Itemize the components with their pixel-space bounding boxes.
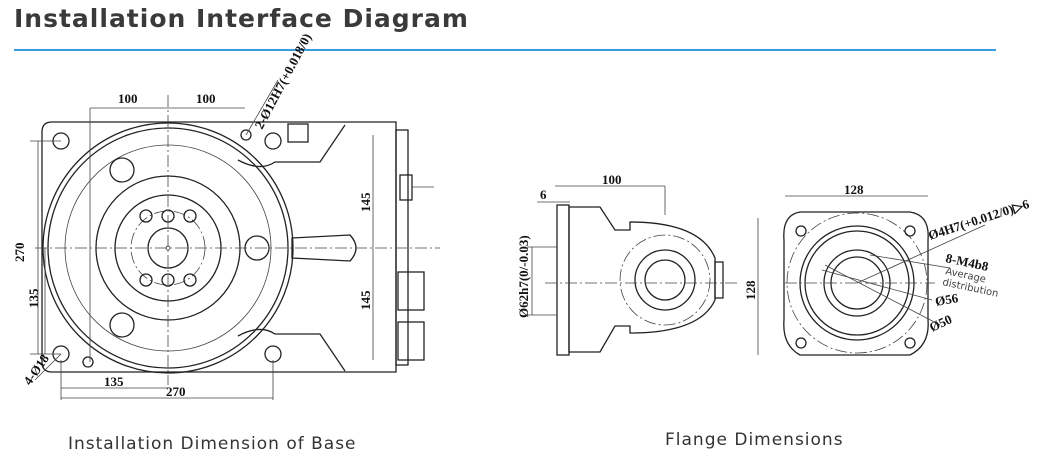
dim-pin: Ø4H7(+0.012/0)▷6 — [926, 196, 1031, 243]
dim-top-right: 100 — [196, 91, 216, 106]
dim-right-lower: 145 — [358, 290, 373, 310]
dim-width: 128 — [844, 182, 864, 197]
dim-height: 128 — [743, 280, 758, 300]
base-caption: Installation Dimension of Base — [68, 434, 357, 454]
dim-d56: Ø56 — [934, 290, 960, 309]
base-drawing: 100 100 2-Ø12H7(+0.018/0) 270 135 145 14… — [12, 31, 440, 400]
dim-top-left: 100 — [118, 91, 138, 106]
dim-shaft: Ø62h7(0/-0.03) — [516, 235, 531, 318]
dim-pin-hole: 2-Ø12H7(+0.018/0) — [251, 31, 314, 132]
dim-offset: 6 — [540, 187, 547, 202]
dim-mount-holes: 4-Ø18 — [20, 351, 52, 388]
flange-caption: Flange Dimensions — [665, 430, 844, 450]
page-title: Installation Interface Diagram — [14, 4, 469, 33]
dim-length: 100 — [602, 172, 622, 187]
dim-height-sub: 135 — [26, 288, 41, 308]
flange-side-view: 6 100 Ø62h7(0/-0.03) — [516, 172, 740, 356]
flange-front-view: 128 128 Ø4H7(+0.012/0)▷6 8-M4b8 Average … — [743, 182, 1031, 356]
dim-right-upper: 145 — [358, 192, 373, 212]
title-underline — [14, 49, 996, 51]
dim-bottom-half: 135 — [104, 374, 124, 389]
dim-d50: Ø50 — [927, 311, 954, 334]
dim-height-left: 270 — [12, 243, 27, 263]
dim-bottom-full: 270 — [166, 384, 186, 399]
